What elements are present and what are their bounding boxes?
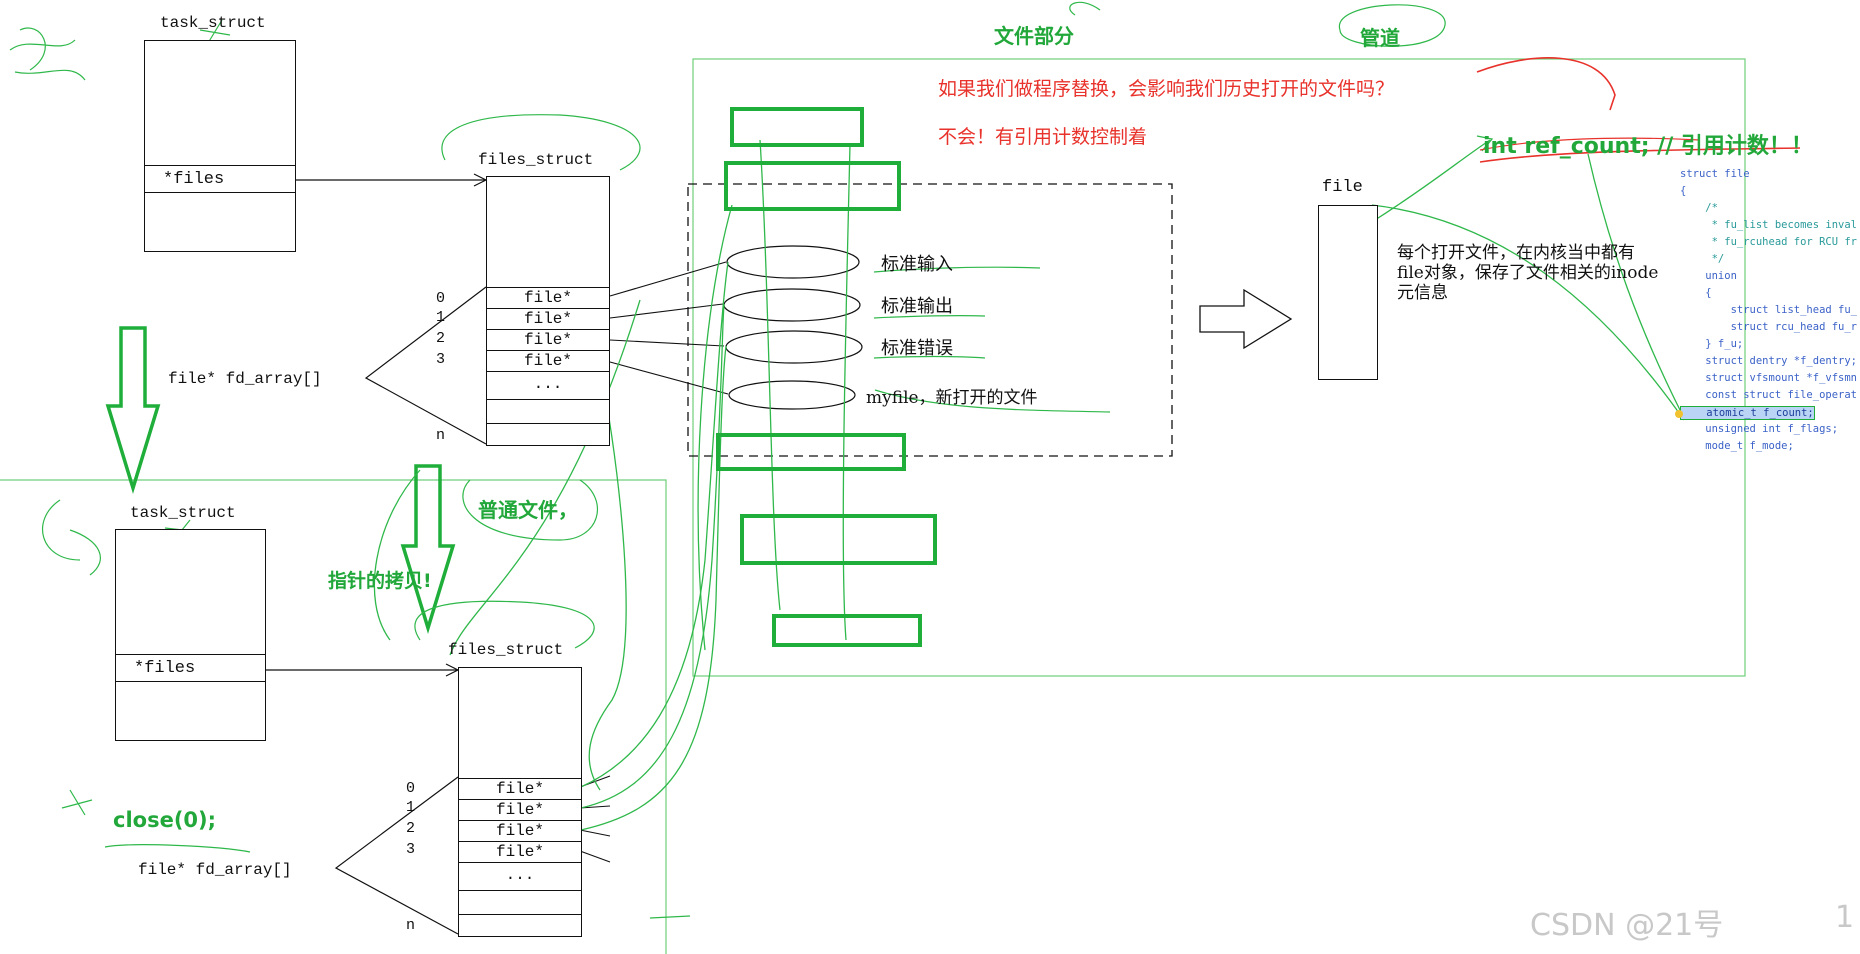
code-line-7: { [1680,287,1712,299]
bottom-fd-bracket [334,776,459,935]
top-fd-row-ellipsis: ... [487,371,609,399]
ref-count-note: int ref_count; // 引用计数！！ [1483,134,1813,159]
green-file-box-4 [740,514,937,565]
myfile-label: myfile，新打开的文件 [866,388,1038,408]
top-fd-row-2: file* [487,329,609,350]
file-section-frame [692,58,1746,677]
code-line-10: } f_u; [1680,338,1744,350]
top-fd-row-empty-1 [487,399,609,423]
bottom-fd-row-empty-1 [459,890,581,914]
normal-file-note: 普通文件， [478,498,578,522]
code-line-8: struct list_head fu_ [1680,304,1858,316]
csdn-watermark: CSDN @21号 [1530,908,1724,943]
bottom-fd-index-n: n [406,917,416,934]
top-fd-index-3: 3 [436,351,446,368]
code-line-12: struct vfsmount *f_vfsmn [1680,372,1858,384]
stdout-ellipse [723,288,861,322]
code-line-3: * fu_list becomes inval [1680,219,1858,231]
top-fd-index-2: 2 [436,330,446,347]
bottom-fd-index-3: 3 [406,841,416,858]
stdin-ellipse [726,245,860,279]
lightbulb-icon [1675,410,1683,418]
top-fd-row-1: file* [487,308,609,329]
bottom-task-struct-box: *files [115,529,266,741]
bottom-fd-index-0: 0 [406,780,416,797]
code-line-5: */ [1680,253,1725,265]
pointer-copy-note: 指针的拷贝! [328,570,432,592]
top-files-struct-label: files_struct [478,151,594,169]
right-arrow-icon [1199,288,1293,350]
top-fd-row-3: file* [487,350,609,371]
file-part-note: 文件部分 [994,24,1074,48]
stdin-label: 标准输入 [881,254,953,275]
top-fd-row-0: file* [487,287,609,308]
code-line-2: /* [1680,202,1718,214]
bottom-fd-row-3: file* [459,841,581,862]
bottom-fd-row-empty-2 [459,914,581,936]
bottom-fd-index-1: 1 [406,799,416,816]
myfile-ellipse [728,380,856,410]
top-files-struct-box: file* file* file* file* ... [486,176,610,446]
exec-answer-note: 不会！有引用计数控制着 [938,126,1148,148]
code-line-11: struct dentry *f_dentry; [1680,355,1858,367]
top-task-struct-label: task_struct [160,14,266,32]
green-file-box-3 [716,433,906,471]
green-file-box-1 [730,107,864,147]
file-object-description: 每个打开文件，在内核当中都有file对象，保存了文件相关的inode元信息 [1397,243,1659,303]
open-files-dashed-region [687,183,1173,457]
top-fd-array-label: file* fd_array[] [168,370,322,388]
top-fd-index-0: 0 [436,290,446,307]
corner-digit: 1 [1835,900,1855,935]
code-line-6: union [1680,270,1737,282]
bottom-fd-row-2: file* [459,820,581,841]
top-fd-index-1: 1 [436,309,446,326]
exec-question-note: 如果我们做程序替换，会影响我们历史打开的文件吗？ [938,78,1395,100]
close-note: close(0); [113,808,217,832]
code-line-14-highlight: atomic_t f_count; [1680,406,1815,420]
bottom-fd-array-label: file* fd_array[] [138,861,292,879]
top-fd-index-n: n [436,427,446,444]
pipe-note: 管道 [1360,26,1400,50]
stderr-label: 标准错误 [881,338,953,359]
bottom-files-struct-box: file* file* file* file* ... [458,667,582,937]
code-line-16: mode_t f_mode; [1680,440,1794,452]
code-line-15: unsigned int f_flags; [1680,423,1839,435]
code-snippet: struct file { /* * fu_list becomes inval… [1675,168,1860,468]
file-object-label: file [1322,178,1363,197]
code-line-1: { [1680,185,1687,197]
top-files-field: *files [145,165,295,193]
stderr-ellipse [725,330,863,364]
bottom-files-field: *files [116,654,265,682]
stdout-label: 标准输出 [881,296,953,317]
code-line-9: struct rcu_head fu_r [1680,321,1858,333]
down-arrow-left-icon [105,326,161,495]
top-fd-bracket [364,286,487,445]
bottom-fd-index-2: 2 [406,820,416,837]
green-file-box-5 [772,614,922,647]
code-line-13: const struct file_operat [1680,389,1858,401]
top-fd-row-empty-2 [487,423,609,445]
file-object-box [1318,205,1378,380]
top-task-struct-box: *files [144,40,296,252]
bottom-section-frame [0,479,667,954]
bottom-files-struct-label: files_struct [448,641,564,659]
bottom-fd-row-ellipsis: ... [459,862,581,890]
down-arrow-mid-icon [400,464,456,635]
green-file-box-2 [724,161,901,211]
code-line-4: * fu_rcuhead for RCU fr [1680,236,1858,248]
code-line-0: struct file [1680,168,1750,180]
bottom-fd-row-0: file* [459,778,581,799]
bottom-fd-row-1: file* [459,799,581,820]
bottom-task-struct-label: task_struct [130,504,236,522]
